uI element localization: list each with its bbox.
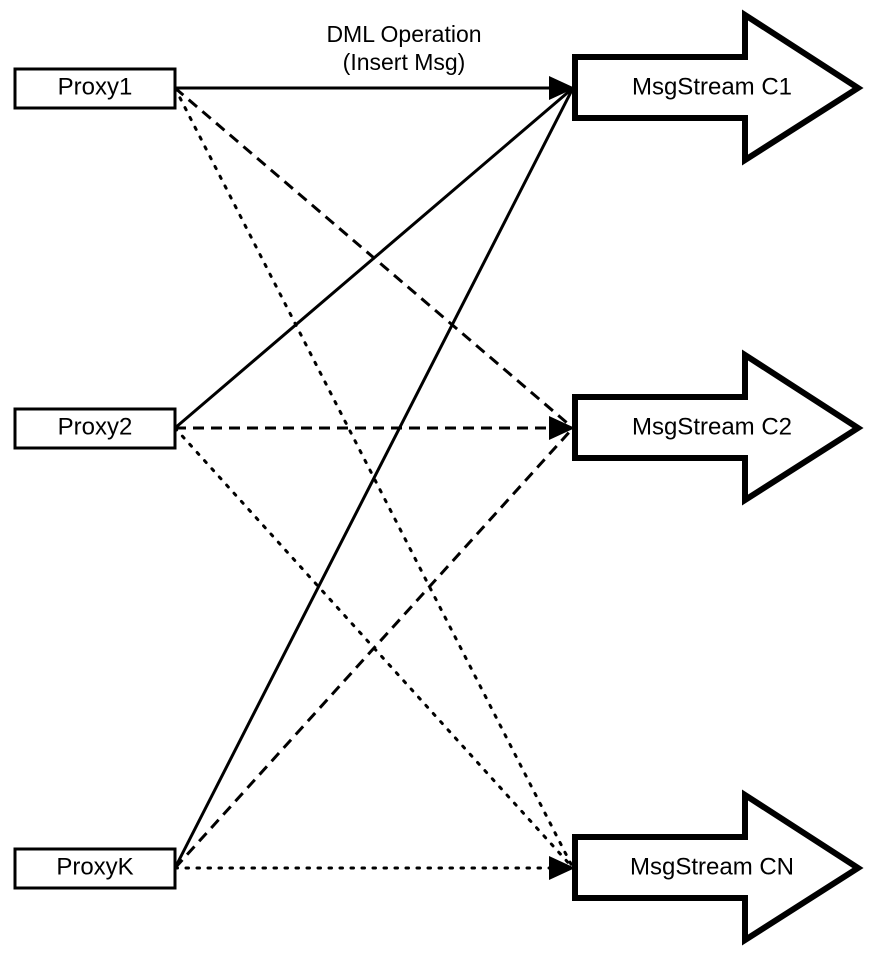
node-proxy1[interactable]: Proxy1 (13, 67, 177, 110)
node-label-proxy2: Proxy2 (58, 413, 133, 440)
edge-label-line1: DML Operation (326, 21, 481, 47)
box-shape (13, 67, 177, 110)
edge-label-dml-operation: DML Operation (Insert Msg) (326, 21, 481, 75)
edge-label-line2: (Insert Msg) (343, 49, 466, 75)
node-stream_cn[interactable]: MsgStream CN (572, 789, 864, 946)
arrowheads-layer (549, 76, 575, 880)
node-label-stream_cn: MsgStream CN (630, 853, 794, 880)
block-arrow-shape (572, 9, 864, 166)
arrowhead-head-c2 (549, 416, 575, 440)
block-arrow-shape (572, 789, 864, 946)
arrowhead-head-c1 (549, 76, 575, 100)
edge-pk-c2 (173, 426, 575, 870)
edge-p1-cn (173, 86, 575, 870)
node-label-proxyK: ProxyK (56, 853, 133, 880)
node-label-stream_c1: MsgStream C1 (632, 73, 792, 100)
box-shape (13, 407, 177, 450)
targets-layer: MsgStream C1 MsgStream C2 MsgStream CN (572, 9, 864, 946)
arrowhead-head-cn (549, 856, 575, 880)
block-arrow-shape (572, 349, 864, 506)
node-stream_c2[interactable]: MsgStream C2 (572, 349, 864, 506)
node-label-stream_c2: MsgStream C2 (632, 413, 792, 440)
node-proxyK[interactable]: ProxyK (13, 847, 177, 890)
node-label-proxy1: Proxy1 (58, 73, 133, 100)
edges-layer (173, 86, 575, 870)
edge-p2-c1 (174, 86, 574, 430)
node-proxy2[interactable]: Proxy2 (13, 407, 177, 450)
box-shape (13, 847, 177, 890)
node-stream_c1[interactable]: MsgStream C1 (572, 9, 864, 166)
edge-pk-c1 (173, 87, 575, 869)
